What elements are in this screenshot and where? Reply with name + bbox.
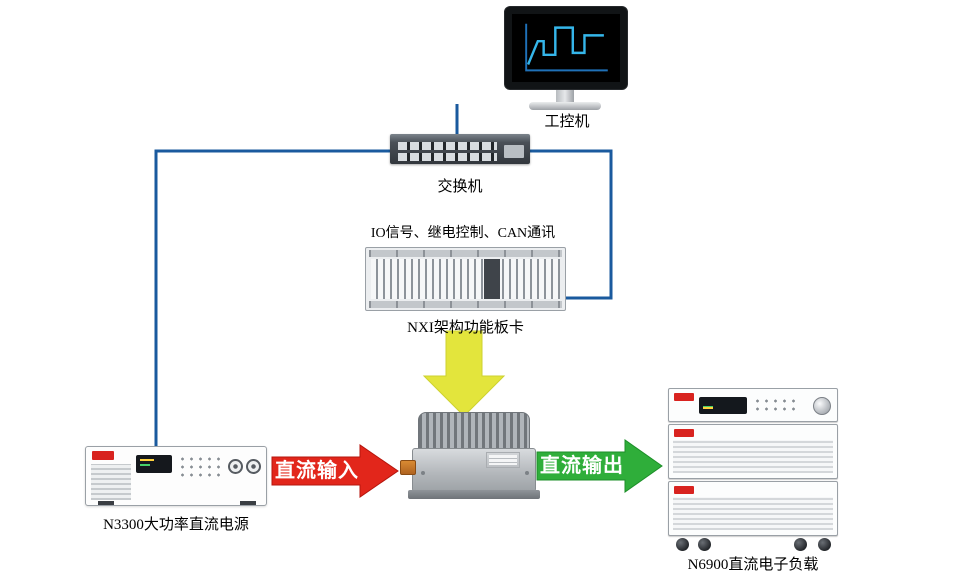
monitor-stand [556, 90, 574, 103]
output-connector [246, 459, 261, 474]
brand-logo-icon [674, 486, 694, 494]
nxi-label: NXI架构功能板卡 [407, 320, 524, 336]
dut-label-plate [486, 452, 520, 468]
monitor-screen [512, 14, 620, 82]
dc-output-arrow-label: 直流输出 [540, 455, 624, 477]
n3300-power-supply [85, 446, 267, 506]
control-knob [813, 397, 831, 415]
caster-wheel [818, 538, 831, 551]
instrument-foot [98, 501, 114, 505]
chassis-rail [369, 301, 562, 308]
load-label: N6900直流电子负载 [687, 557, 819, 573]
industrial-pc-label: 工控机 [544, 114, 590, 130]
caster-wheel [676, 538, 689, 551]
psu-buttons [178, 455, 224, 477]
caster-wheel [794, 538, 807, 551]
load-module-unit [668, 481, 838, 536]
wire-switch-to-nxi [528, 149, 613, 300]
dc-output-arrow [536, 439, 663, 493]
vent-grille [673, 497, 833, 530]
switch-indicator-panel [504, 145, 524, 158]
psu-display [136, 455, 172, 473]
chassis-rail [369, 250, 562, 257]
brand-logo-icon [674, 393, 694, 401]
chassis-empty-slot [484, 259, 500, 299]
dc-input-arrow-label: 直流输入 [275, 460, 359, 482]
waveform-icon [525, 23, 608, 72]
vent-grille [91, 464, 131, 500]
network-switch [390, 134, 530, 164]
vent-grille [673, 440, 833, 473]
load-display [699, 397, 747, 414]
dc-connector [400, 460, 416, 475]
chassis-card-slots [371, 259, 560, 299]
display-readout [140, 464, 150, 466]
nxi-chassis [365, 247, 566, 311]
output-connector [228, 459, 243, 474]
display-readout [140, 459, 154, 461]
dc-input-arrow [271, 444, 399, 498]
brand-logo-icon [674, 429, 694, 437]
load-buttons [753, 397, 801, 415]
dut-mounting-base [408, 490, 540, 499]
caster-wheel [698, 538, 711, 551]
switch-label: 交换机 [437, 179, 483, 195]
wire-switch-to-psu [154, 149, 392, 450]
control-down-arrow [422, 330, 506, 417]
ethernet-ports-row [398, 153, 497, 161]
instrument-foot [240, 501, 256, 505]
display-readout [703, 407, 713, 409]
load-module-unit [668, 424, 838, 479]
nxi-caption: IO信号、继电控制、CAN通讯 [370, 226, 556, 241]
ethernet-ports-row [398, 142, 497, 150]
load-mainframe-unit [668, 388, 838, 422]
monitor-base [529, 102, 601, 110]
power-supply-label: N3300大功率直流电源 [103, 517, 249, 533]
bolt-icon [525, 471, 529, 475]
brand-logo-icon [92, 451, 114, 460]
bolt-icon [421, 471, 425, 475]
n6900-electronic-load [668, 388, 838, 538]
industrial-pc-monitor [504, 6, 628, 90]
dut-heatsink-fins [418, 412, 530, 450]
